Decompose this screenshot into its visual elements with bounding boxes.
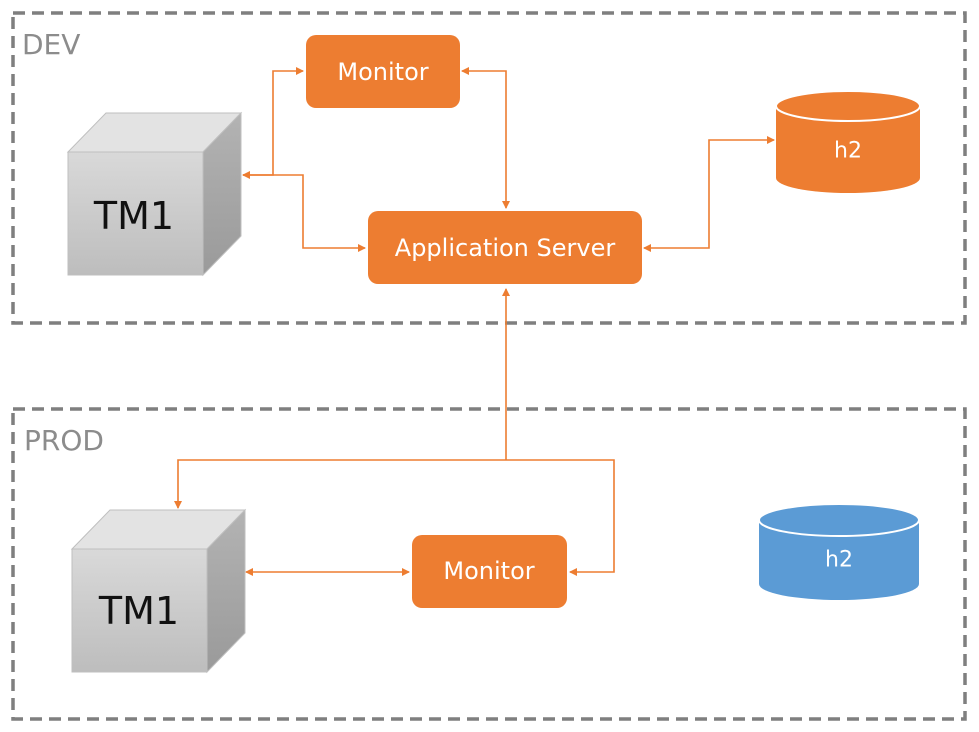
connector-prod-branch-tm1	[174, 459, 506, 509]
prod-monitor-box[interactable]	[412, 535, 567, 608]
dev-environment-frame	[11, 11, 967, 325]
connector-dev-tm1-appserver	[243, 174, 366, 252]
dev-tm1-cube-icon	[66, 111, 243, 277]
application-server-box[interactable]	[368, 211, 642, 284]
dev-monitor-box[interactable]	[306, 35, 460, 108]
prod-environment-frame	[11, 407, 967, 721]
connector-dev-monitor-tm1	[242, 67, 304, 179]
connector-dev-monitor-appserver	[461, 67, 510, 209]
connector-prod-branch-monitor	[506, 459, 615, 576]
dev-h2-database-icon	[775, 90, 921, 193]
prod-h2-database-icon	[758, 503, 920, 600]
prod-tm1-cube-icon	[70, 508, 247, 674]
connector-appserver-h2	[643, 136, 775, 252]
